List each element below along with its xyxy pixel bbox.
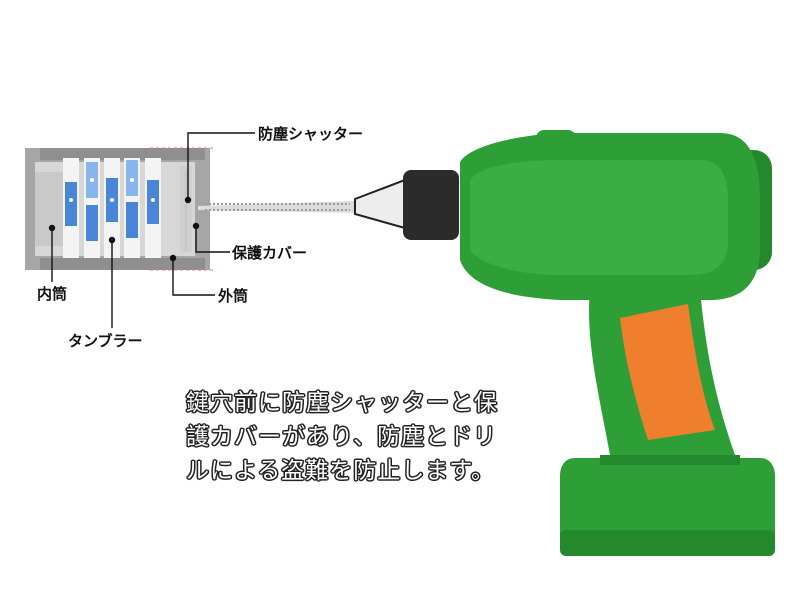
lock-cylinder — [25, 147, 215, 271]
drill-chuck — [403, 170, 459, 240]
label-inner-cylinder: 内筒 — [37, 285, 68, 303]
grip-pad — [620, 304, 715, 440]
leader-lines — [48, 132, 255, 328]
label-dust-shutter: 防塵シャッター — [258, 125, 364, 143]
caption-line: ルによる盗難を防止します。 — [186, 458, 496, 484]
power-drill — [403, 130, 775, 556]
label-protective-cover: 保護カバー — [232, 244, 308, 262]
caption-text: 鍵穴前に防塵シャッターと保 護カバーがあり、防塵とドリ ルによる盗難を防止します… — [186, 386, 556, 488]
tumbler-pin — [86, 205, 98, 241]
caption-line: 護カバーがあり、防塵とドリ — [186, 424, 498, 450]
label-tumbler: タンブラー — [68, 332, 143, 350]
tumbler-pin — [126, 202, 138, 238]
chuck-cone — [354, 178, 406, 230]
tumbler-pin — [65, 182, 77, 226]
caption-line: 鍵穴前に防塵シャッターと保 — [186, 390, 498, 416]
drill-bit — [198, 178, 406, 230]
label-outer-cylinder: 外筒 — [218, 287, 249, 305]
